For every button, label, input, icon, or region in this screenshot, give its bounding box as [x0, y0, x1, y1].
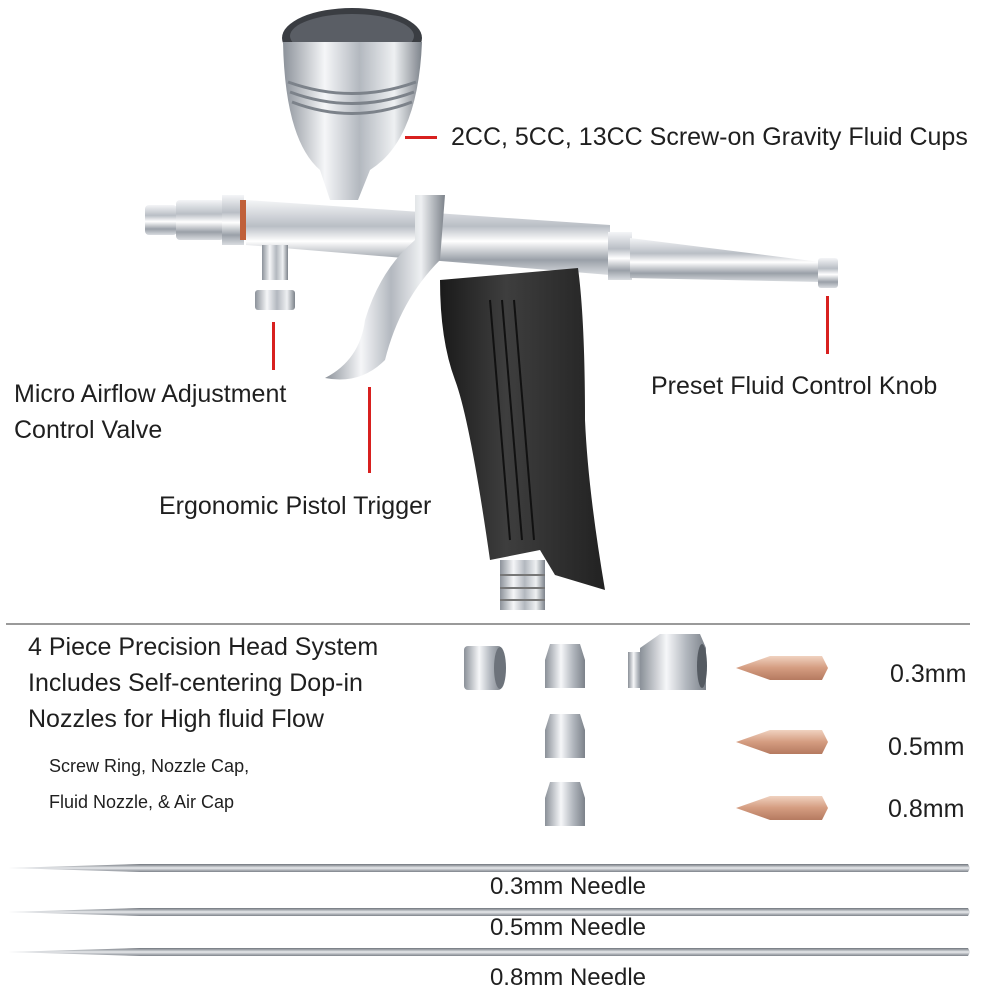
- callout-line-fluid-cups: [405, 136, 437, 139]
- fluid-nozzle-03: [736, 656, 828, 680]
- needles-illustration: [8, 864, 970, 956]
- needle-label-03: 0.3mm Needle: [489, 873, 647, 900]
- label-fluid-cups: 2CC, 5CC, 13CC Screw-on Gravity Fluid Cu…: [451, 123, 968, 151]
- callout-line-preset-knob: [826, 296, 829, 354]
- head-system-parts-line2: Fluid Nozzle, & Air Cap: [49, 792, 235, 812]
- needle-label-08: 0.8mm Needle: [489, 964, 647, 991]
- fluid-nozzle-05: [736, 730, 828, 754]
- callout-line-trigger: [368, 387, 371, 473]
- nozzle-size-05: 0.5mm: [888, 733, 965, 761]
- label-preset-knob: Preset Fluid Control Knob: [651, 372, 938, 400]
- nozzle-cap-05: [545, 714, 585, 758]
- screw-ring: [464, 646, 506, 690]
- needle-03: [8, 864, 970, 872]
- nozzle-size-08: 0.8mm: [888, 795, 965, 823]
- label-airflow-line1: Micro Airflow Adjustment: [14, 380, 287, 408]
- airflow-valve: [255, 245, 295, 310]
- callout-line-airflow: [272, 322, 275, 370]
- nozzle-size-03: 0.3mm: [890, 660, 967, 688]
- head-parts-illustration: [464, 634, 828, 826]
- needle-08: [8, 948, 970, 956]
- head-system-parts-line1: Screw Ring, Nozzle Cap,: [49, 756, 250, 776]
- needle-label-05: 0.5mm Needle: [489, 914, 647, 941]
- air-cap: [628, 634, 707, 690]
- section-divider: [6, 623, 970, 625]
- label-trigger: Ergonomic Pistol Trigger: [159, 492, 432, 520]
- rear-screw: [145, 195, 246, 245]
- pistol-trigger: [325, 195, 445, 380]
- fluid-nozzle-08: [736, 796, 828, 820]
- head-system-title-line2: Includes Self-centering Dop-in: [28, 669, 363, 697]
- head-system-title-line3: Nozzles for High fluid Flow: [28, 705, 324, 733]
- nozzle-cap-08: [545, 782, 585, 826]
- nozzle-cap-03: [545, 644, 585, 688]
- needle-05: [8, 908, 970, 916]
- pistol-grip: [440, 268, 605, 590]
- head-system-title-line1: 4 Piece Precision Head System: [28, 633, 379, 661]
- air-fitting: [500, 560, 545, 610]
- label-airflow-line2: Control Valve: [14, 416, 163, 444]
- fluid-cup: [282, 8, 422, 200]
- airbrush-illustration: [145, 8, 838, 610]
